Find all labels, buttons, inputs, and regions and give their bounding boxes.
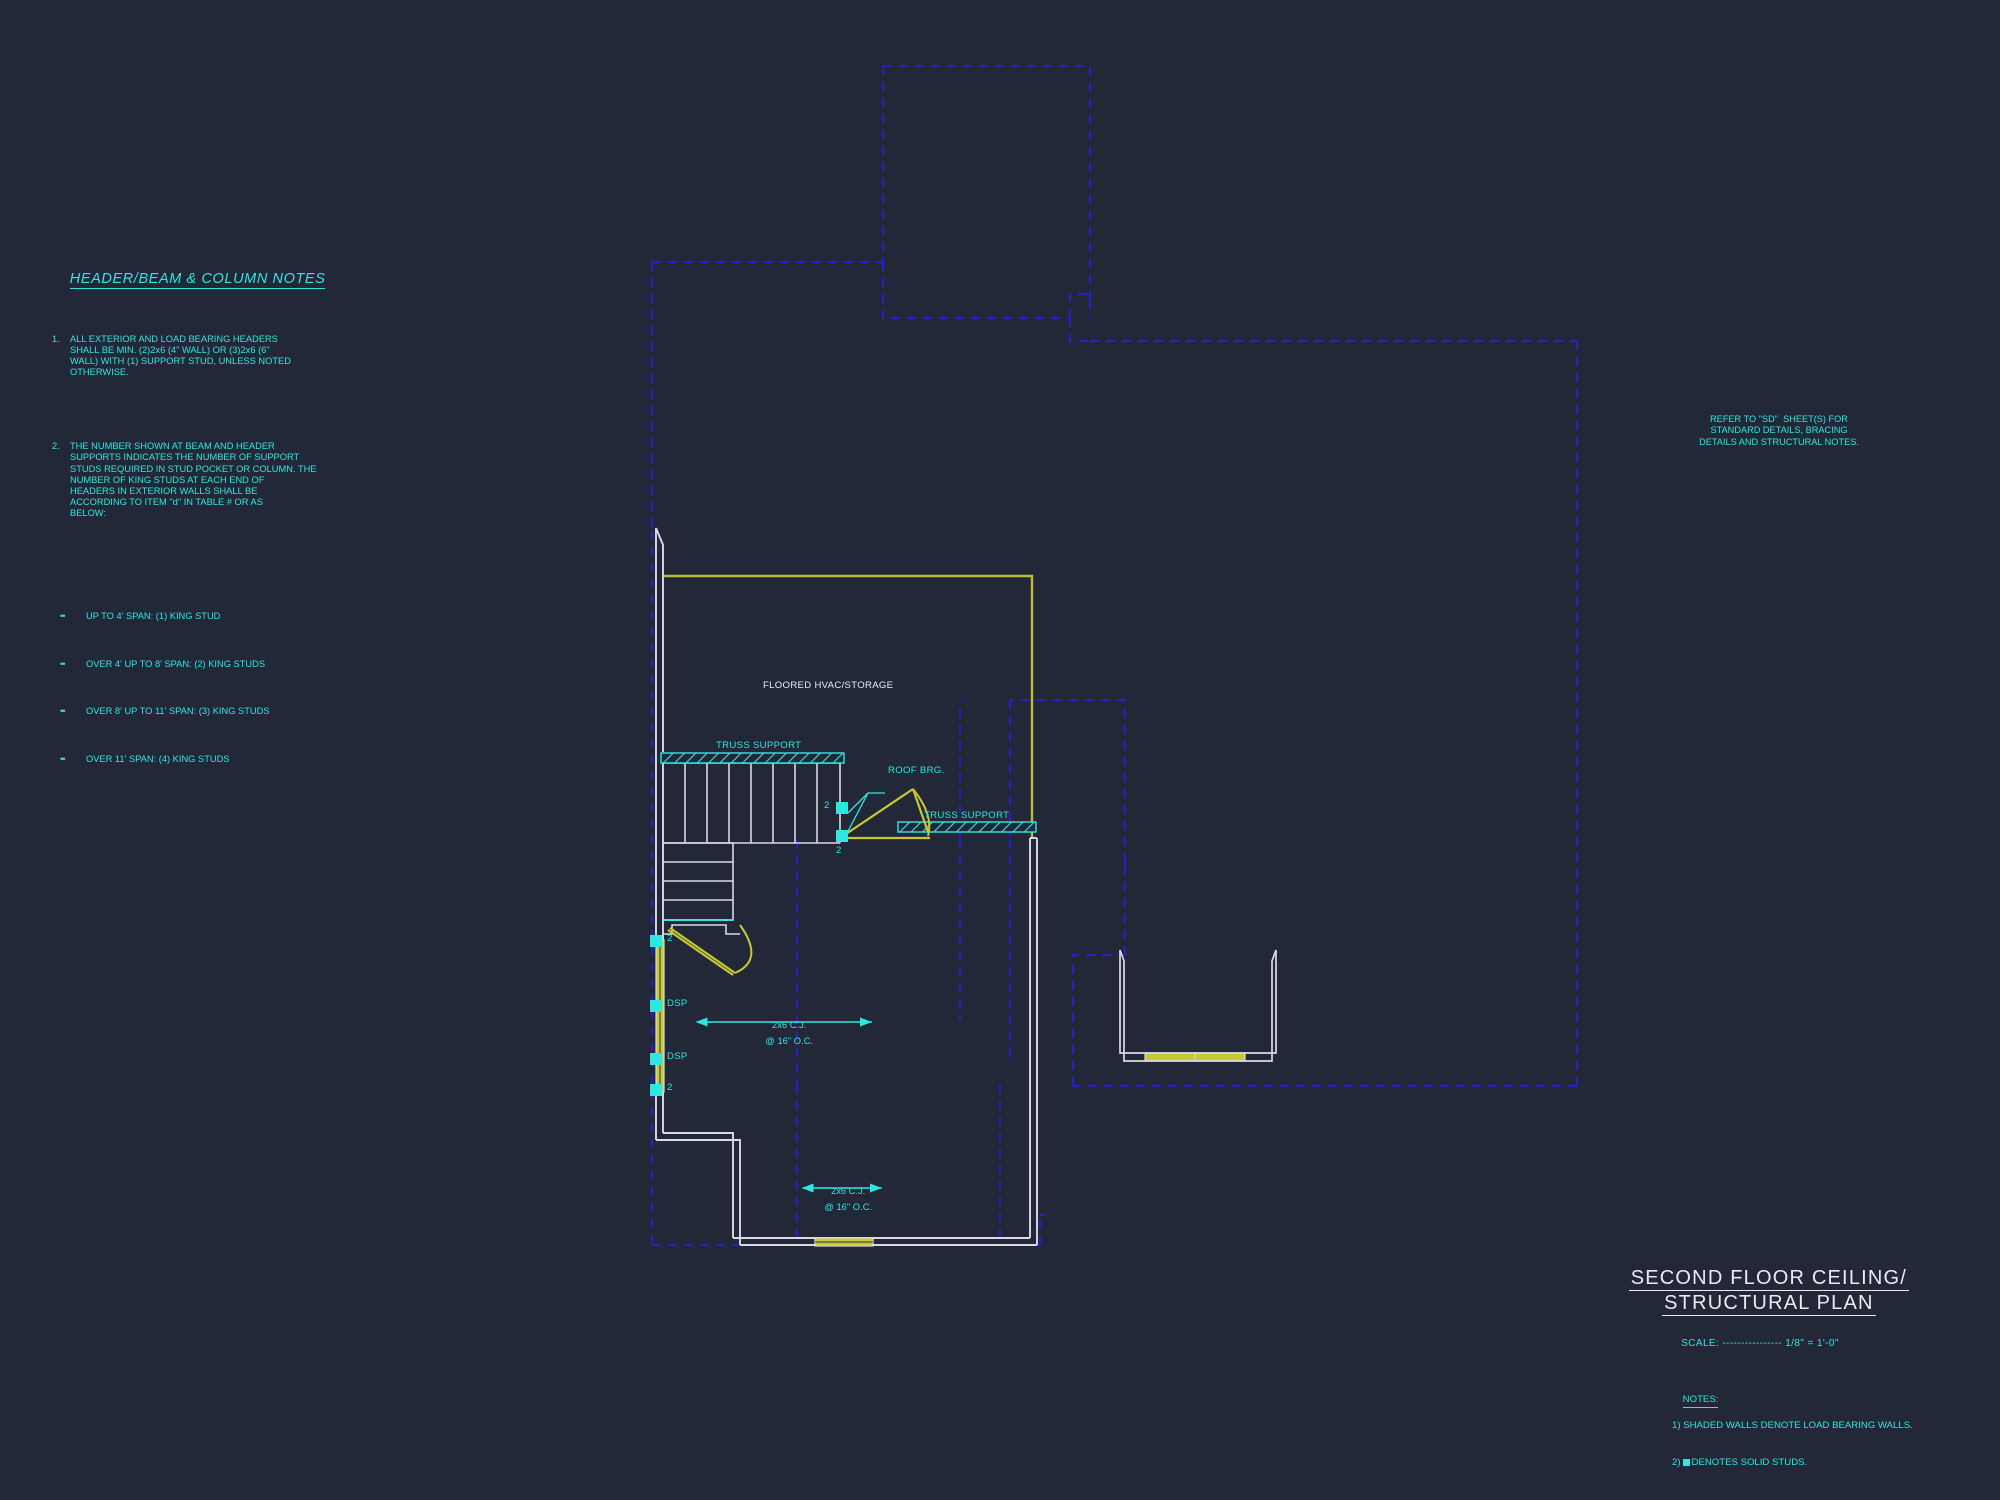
note-number: 2. <box>52 441 60 452</box>
title-block: SECOND FLOOR CEILING/ STRUCTURAL PLAN SC… <box>1600 1248 1920 1385</box>
bullet-label: OVER 8' UP TO 11' SPAN: (3) KING STUDS <box>86 706 270 717</box>
bullet-icon: •• <box>60 611 66 622</box>
truss-support-beam-lower <box>897 821 1037 833</box>
refer-to-sd-note: REFER TO "SD" SHEET(S) FOR STANDARD DETA… <box>1699 414 1859 447</box>
bottom-note-1: 1) SHADED WALLS DENOTE LOAD BEARING WALL… <box>1672 1420 1913 1432</box>
label-dsp-lower: DSP <box>667 1051 688 1062</box>
list-item: •• OVER 8' UP TO 11' SPAN: (3) KING STUD… <box>52 706 352 718</box>
exterior-walls <box>655 527 1038 1246</box>
solid-stud-marker <box>836 802 848 814</box>
label-stud-count-wall-bottom: 2 <box>667 1082 673 1093</box>
bottom-notes-block: NOTES: 1) SHADED WALLS DENOTE LOAD BEARI… <box>1672 1382 1972 1495</box>
staircase <box>663 762 841 935</box>
load-bearing-wall-bottom <box>814 1237 874 1247</box>
plan-title-line-2: STRUCTURAL PLAN <box>1662 1292 1876 1316</box>
door-swing-left <box>667 927 736 976</box>
joist-size-upper: 2x6 C.J. <box>772 1019 807 1030</box>
roof-brg-leader <box>844 792 885 838</box>
note-number: 1. <box>52 334 60 344</box>
bottom-note-2-prefix: 2) <box>1672 1457 1681 1469</box>
note-text: THE NUMBER SHOWN AT BEAM AND HEADER SUPP… <box>70 441 317 518</box>
solid-stud-marker <box>650 1000 662 1012</box>
king-stud-bullet-list: •• UP TO 4' SPAN: (1) KING STUD •• OVER … <box>52 575 352 801</box>
note-text: ALL EXTERIOR AND LOAD BEARING HEADERS SH… <box>70 334 291 378</box>
joist-size-lower: 2x6 C.J. <box>831 1185 866 1196</box>
label-joist-spacing-upper: @ 16" O.C. <box>724 1024 844 1057</box>
door-swing-arc-left <box>734 924 753 974</box>
bottom-notes-header: NOTES: <box>1682 1394 1719 1408</box>
bullet-label: UP TO 4' SPAN: (1) KING STUD <box>86 611 221 622</box>
label-stud-count-roof-brg-upper: 2 <box>824 800 830 811</box>
roof-bearing-symbol <box>842 788 930 840</box>
solid-stud-markers <box>650 802 848 1096</box>
label-truss-support-upper: TRUSS SUPPORT <box>716 740 802 751</box>
load-bearing-wall-porch <box>1144 1052 1246 1062</box>
joist-spacing-lower: @ 16" O.C. <box>824 1201 873 1212</box>
truss-support-beam-upper <box>660 752 845 764</box>
label-stud-count-roof-brg-lower: 2 <box>836 845 842 856</box>
load-bearing-wall-left <box>655 939 665 1093</box>
roof-bearing-arc <box>912 788 931 837</box>
list-item: •• OVER 11' SPAN: (4) KING STUDS <box>52 754 352 766</box>
porch-outline <box>1119 949 1277 1062</box>
header-beam-column-notes: HEADER/BEAM & COLUMN NOTES 1. ALL EXTERI… <box>52 252 352 837</box>
label-joist-spacing-lower: @ 16" O.C. <box>783 1190 903 1223</box>
label-roof-brg: ROOF BRG. <box>888 765 945 776</box>
bullet-label: OVER 4' UP TO 8' SPAN: (2) KING STUDS <box>86 658 266 669</box>
solid-stud-marker <box>650 1084 662 1096</box>
label-joist-lower: 2x6 C.J. <box>783 1174 903 1207</box>
label-truss-support-lower: TRUSS SUPPORT <box>924 810 1010 821</box>
plan-title-line-1: SECOND FLOOR CEILING/ <box>1628 1267 1910 1291</box>
solid-stud-legend-icon <box>1682 1459 1690 1467</box>
note-item: 1. ALL EXTERIOR AND LOAD BEARING HEADERS… <box>52 334 352 378</box>
plan-scale: SCALE: ---------------- 1/8" = 1'-0" <box>1681 1338 1839 1349</box>
bottom-note-2: 2) DENOTES SOLID STUDS. <box>1672 1457 1972 1469</box>
hvac-storage-boundary <box>664 574 1034 838</box>
list-item: •• UP TO 4' SPAN: (1) KING STUD <box>52 611 352 623</box>
bullet-icon: •• <box>60 658 66 669</box>
bullet-icon: •• <box>60 706 66 717</box>
roof-outline-dashed <box>651 65 1578 1246</box>
list-item: •• OVER 4' UP TO 8' SPAN: (2) KING STUDS <box>52 659 352 671</box>
solid-stud-marker <box>650 1053 662 1065</box>
notes-title: HEADER/BEAM & COLUMN NOTES <box>69 271 326 289</box>
joist-spacing-upper: @ 16" O.C. <box>765 1035 814 1046</box>
note-item: 2. THE NUMBER SHOWN AT BEAM AND HEADER S… <box>52 441 352 519</box>
bullet-label: OVER 11' SPAN: (4) KING STUDS <box>86 753 230 764</box>
label-stud-count-wall-top: 2 <box>667 933 673 944</box>
solid-stud-marker <box>650 935 662 947</box>
label-joist-upper: 2x6 C.J. <box>724 1008 844 1041</box>
bottom-note-2-text: DENOTES SOLID STUDS. <box>1691 1457 1808 1469</box>
solid-stud-marker <box>836 830 848 842</box>
label-dsp-upper: DSP <box>667 998 688 1009</box>
label-floored-hvac-storage: FLOORED HVAC/STORAGE <box>763 680 894 691</box>
bullet-icon: •• <box>60 753 66 764</box>
